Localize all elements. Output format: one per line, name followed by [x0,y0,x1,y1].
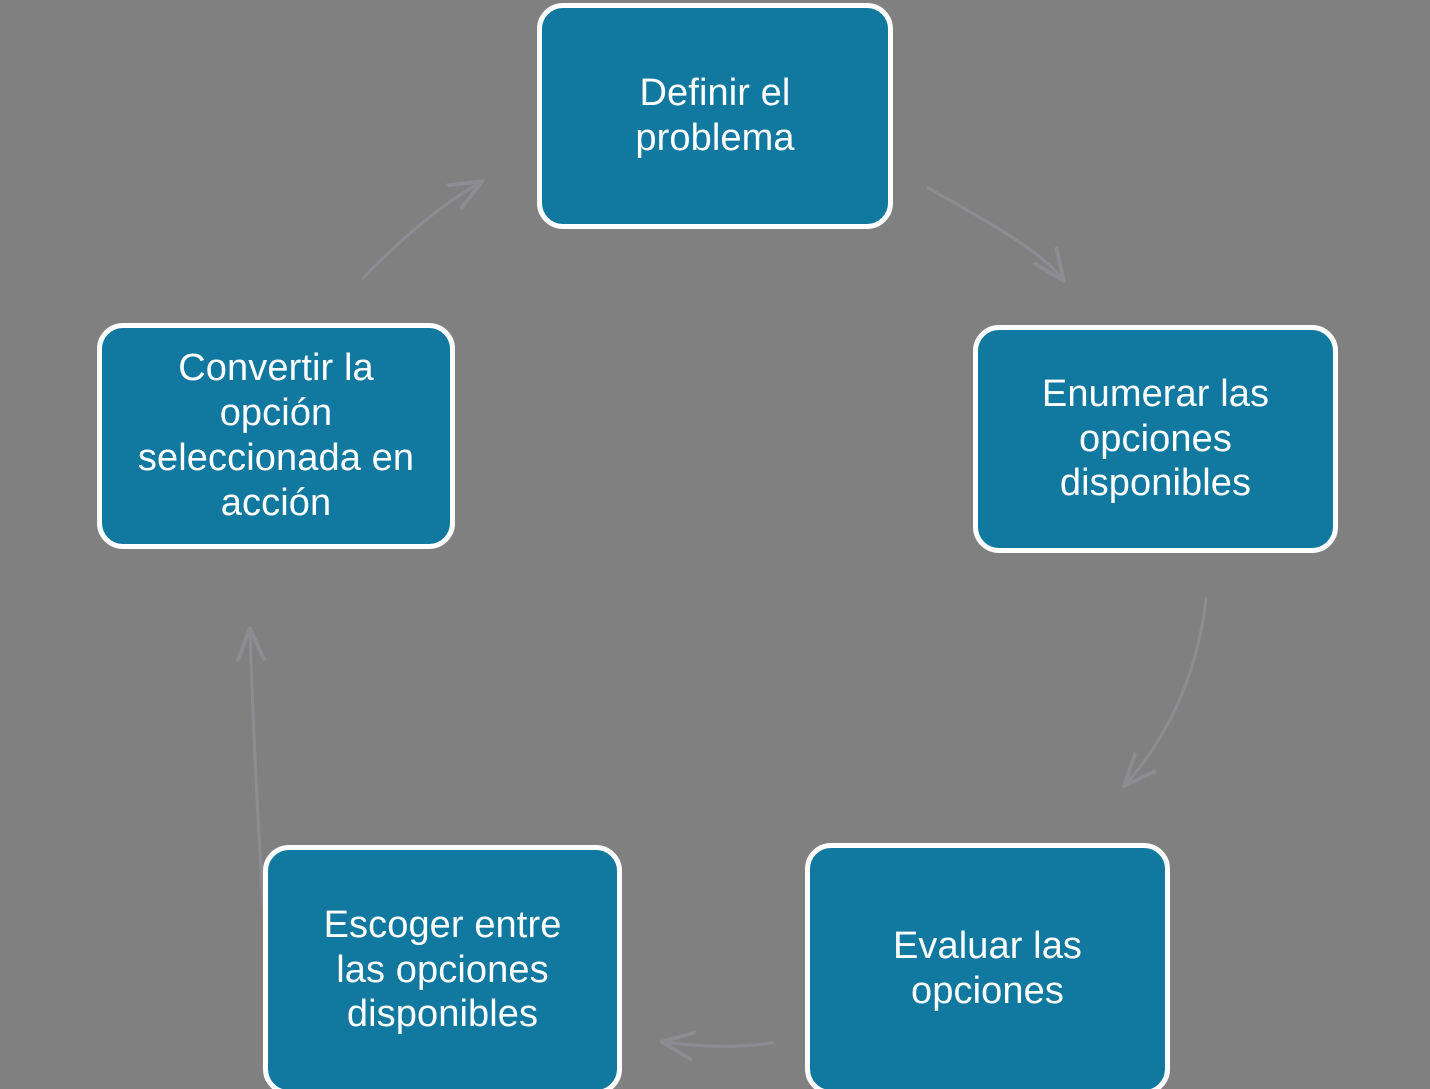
arrow-define-to-enumerate [926,186,1063,280]
arrow-evaluate-to-choose [663,1042,774,1046]
cycle-node-escoger-opciones[interactable]: Escoger entre las opciones disponibles [263,845,622,1089]
cycle-node-convertir-en-accion[interactable]: Convertir la opción seleccionada en acci… [97,323,455,549]
arrow-act-to-define [361,182,481,280]
cycle-node-define-problema[interactable]: Definir el problema [537,3,893,229]
cycle-node-enumerar-opciones[interactable]: Enumerar las opciones disponibles [973,325,1338,553]
arrow-enumerate-to-evaluate [1125,596,1208,785]
cycle-node-evaluar-opciones[interactable]: Evaluar las opciones [805,843,1170,1089]
